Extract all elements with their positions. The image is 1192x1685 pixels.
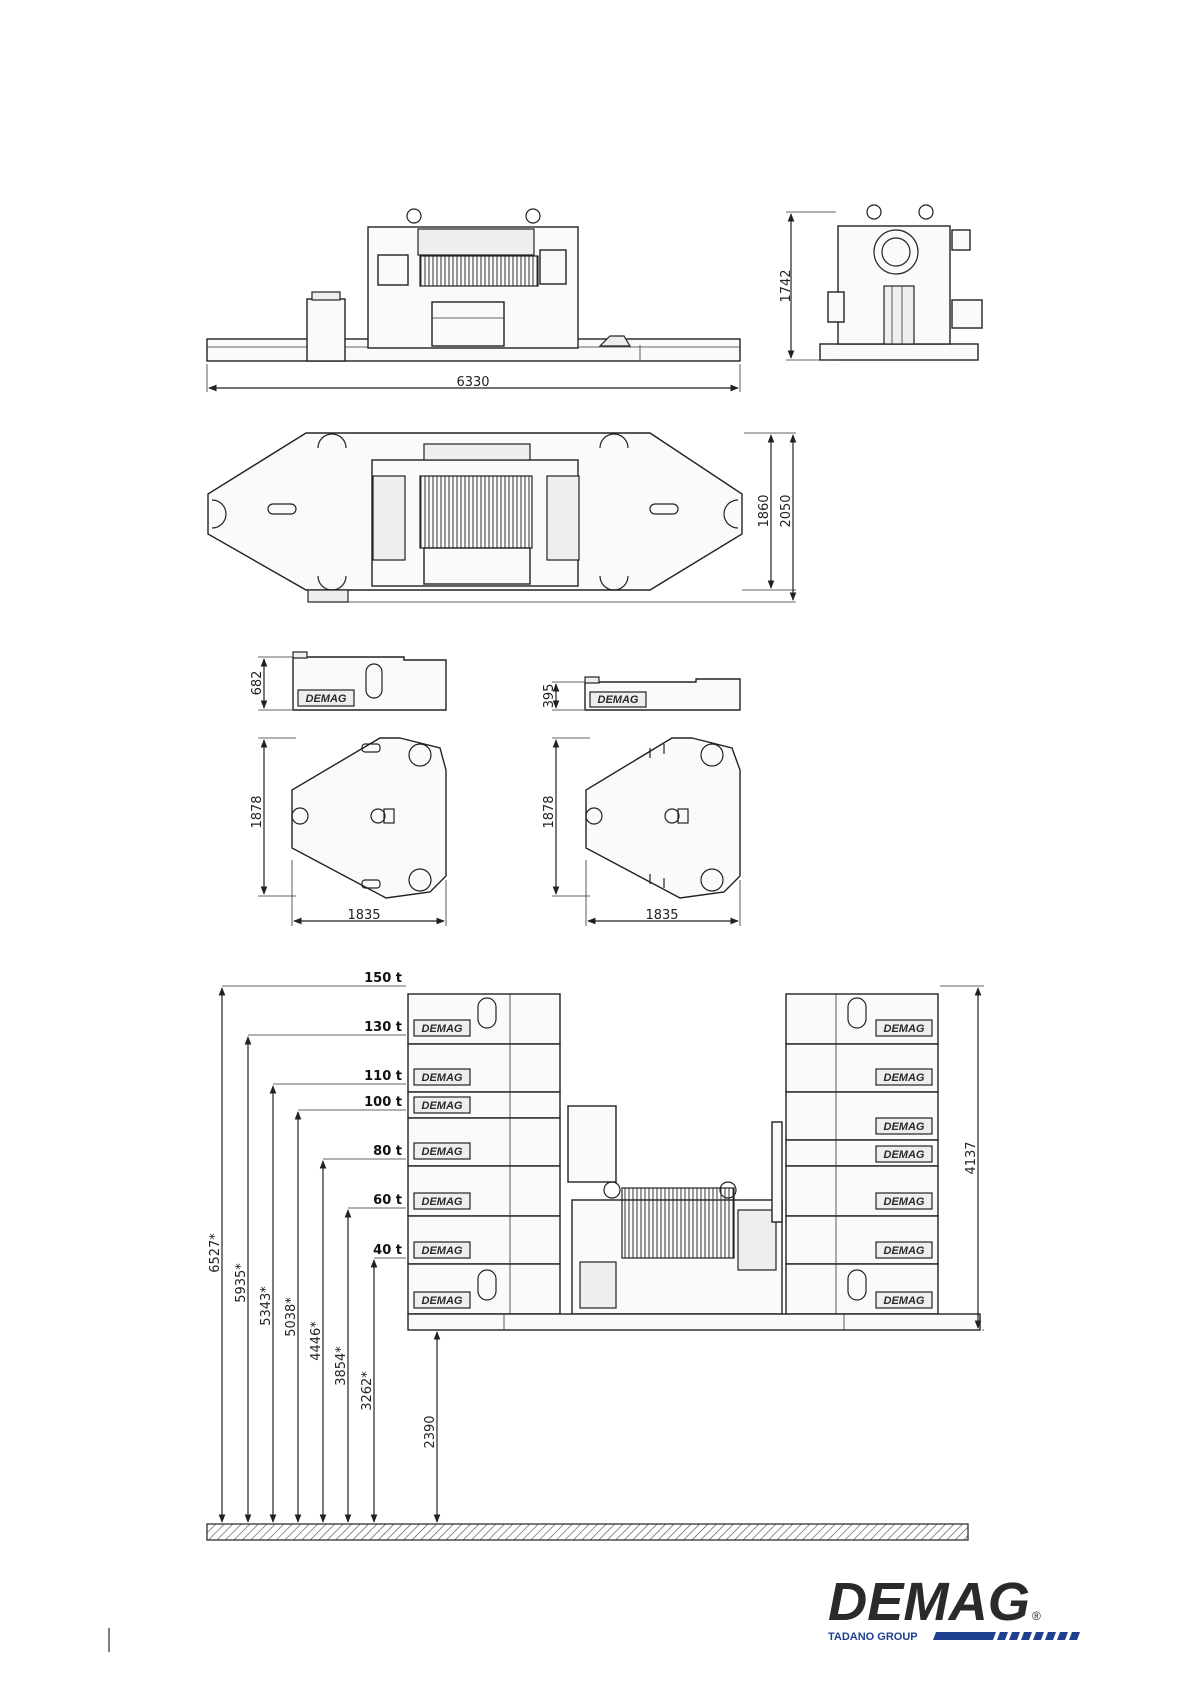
stack-weight-logo: DEMAG (884, 1245, 925, 1257)
dimension-label-1878-large: 1878 (250, 795, 265, 828)
side-view-lifting-eye (407, 209, 421, 223)
stack-weight-logo: DEMAG (884, 1023, 925, 1035)
dimension-label-1878-small: 1878 (542, 795, 557, 828)
brand-wordmark: DEMAG (828, 1572, 1030, 1632)
capacity-label-40t: 40 t (373, 1243, 402, 1258)
dimension-label-1835-large: 1835 (347, 908, 380, 923)
dimension-label-1860: 1860 (757, 494, 772, 527)
height-label-6527: 6527* (208, 1233, 223, 1273)
dimension-label-1742: 1742 (779, 269, 794, 302)
stack-weight-logo: DEMAG (422, 1196, 463, 1208)
capacity-label-150t: 150 t (364, 971, 402, 986)
height-label-5343: 5343* (259, 1286, 274, 1326)
large-weight-logo: DEMAG (306, 693, 347, 705)
stack-weight-logo: DEMAG (422, 1295, 463, 1307)
dimension-label-2050: 2050 (779, 494, 794, 527)
end-view-base (820, 344, 978, 360)
height-dimension-lines (222, 988, 437, 1522)
stack-weight-logo: DEMAG (884, 1295, 925, 1307)
capacity-label-80t: 80 t (373, 1144, 402, 1159)
small-weight-plan-view (586, 738, 740, 898)
stack-weight-logo: DEMAG (884, 1149, 925, 1161)
top-view: 1860 2050 (208, 433, 796, 602)
small-counterweight: DEMAG 395 1878 1835 (542, 677, 740, 926)
stack-weight-logo: DEMAG (884, 1072, 925, 1084)
ground-hatch (207, 1524, 968, 1540)
top-view-rope-drum (420, 476, 532, 548)
end-view: 1742 (779, 205, 982, 360)
side-view: 6330 (207, 209, 740, 392)
dimension-label-1835-small: 1835 (645, 908, 678, 923)
side-view-rope-drum (420, 256, 538, 286)
stack-weight-logo: DEMAG (422, 1245, 463, 1257)
capacity-label-100t: 100 t (364, 1095, 402, 1110)
stack-weight-logo: DEMAG (884, 1121, 925, 1133)
logo-stripe (933, 1632, 1080, 1640)
small-weight-logo: DEMAG (598, 694, 639, 706)
footer: DEMAG ® TADANO GROUP (109, 1572, 1080, 1652)
height-label-5038: 5038* (284, 1297, 299, 1337)
capacity-label-60t: 60 t (373, 1193, 402, 1208)
side-view-lifting-eye (526, 209, 540, 223)
demag-logo: DEMAG ® TADANO GROUP (828, 1572, 1080, 1643)
height-label-3262: 3262* (360, 1371, 375, 1411)
dimension-label-682: 682 (250, 671, 265, 696)
large-weight-plan-view (292, 738, 446, 898)
dimension-label-4137: 4137 (964, 1141, 979, 1174)
tadano-group-label: TADANO GROUP (828, 1631, 918, 1643)
height-label-4446: 4446* (309, 1321, 324, 1361)
height-label-3854: 3854* (334, 1346, 349, 1386)
height-label-5935: 5935* (234, 1263, 249, 1303)
stack-weight-logo: DEMAG (422, 1072, 463, 1084)
stack-weight-logo: DEMAG (422, 1146, 463, 1158)
stack-central-winch (568, 1106, 782, 1314)
capacity-label-130t: 130 t (364, 1020, 402, 1035)
dimension-label-395: 395 (542, 684, 557, 709)
capacity-labels: 150 t 130 t 110 t 100 t 80 t 60 t 40 t (364, 971, 402, 1258)
dimension-label-6330: 6330 (456, 375, 489, 390)
capacity-label-110t: 110 t (364, 1069, 402, 1084)
stack-weight-logo: DEMAG (422, 1100, 463, 1112)
large-counterweight: DEMAG 682 1878 1835 (250, 652, 446, 926)
height-label-2390: 2390 (423, 1415, 438, 1448)
stack-weight-logo: DEMAG (884, 1196, 925, 1208)
registered-mark: ® (1032, 1609, 1041, 1623)
stacked-assembly: 150 t 130 t 110 t 100 t 80 t 60 t 40 t (207, 971, 984, 1540)
side-view-control-box (307, 299, 345, 361)
stack-base-frame (408, 1314, 980, 1330)
stack-weight-logo: DEMAG (422, 1023, 463, 1035)
